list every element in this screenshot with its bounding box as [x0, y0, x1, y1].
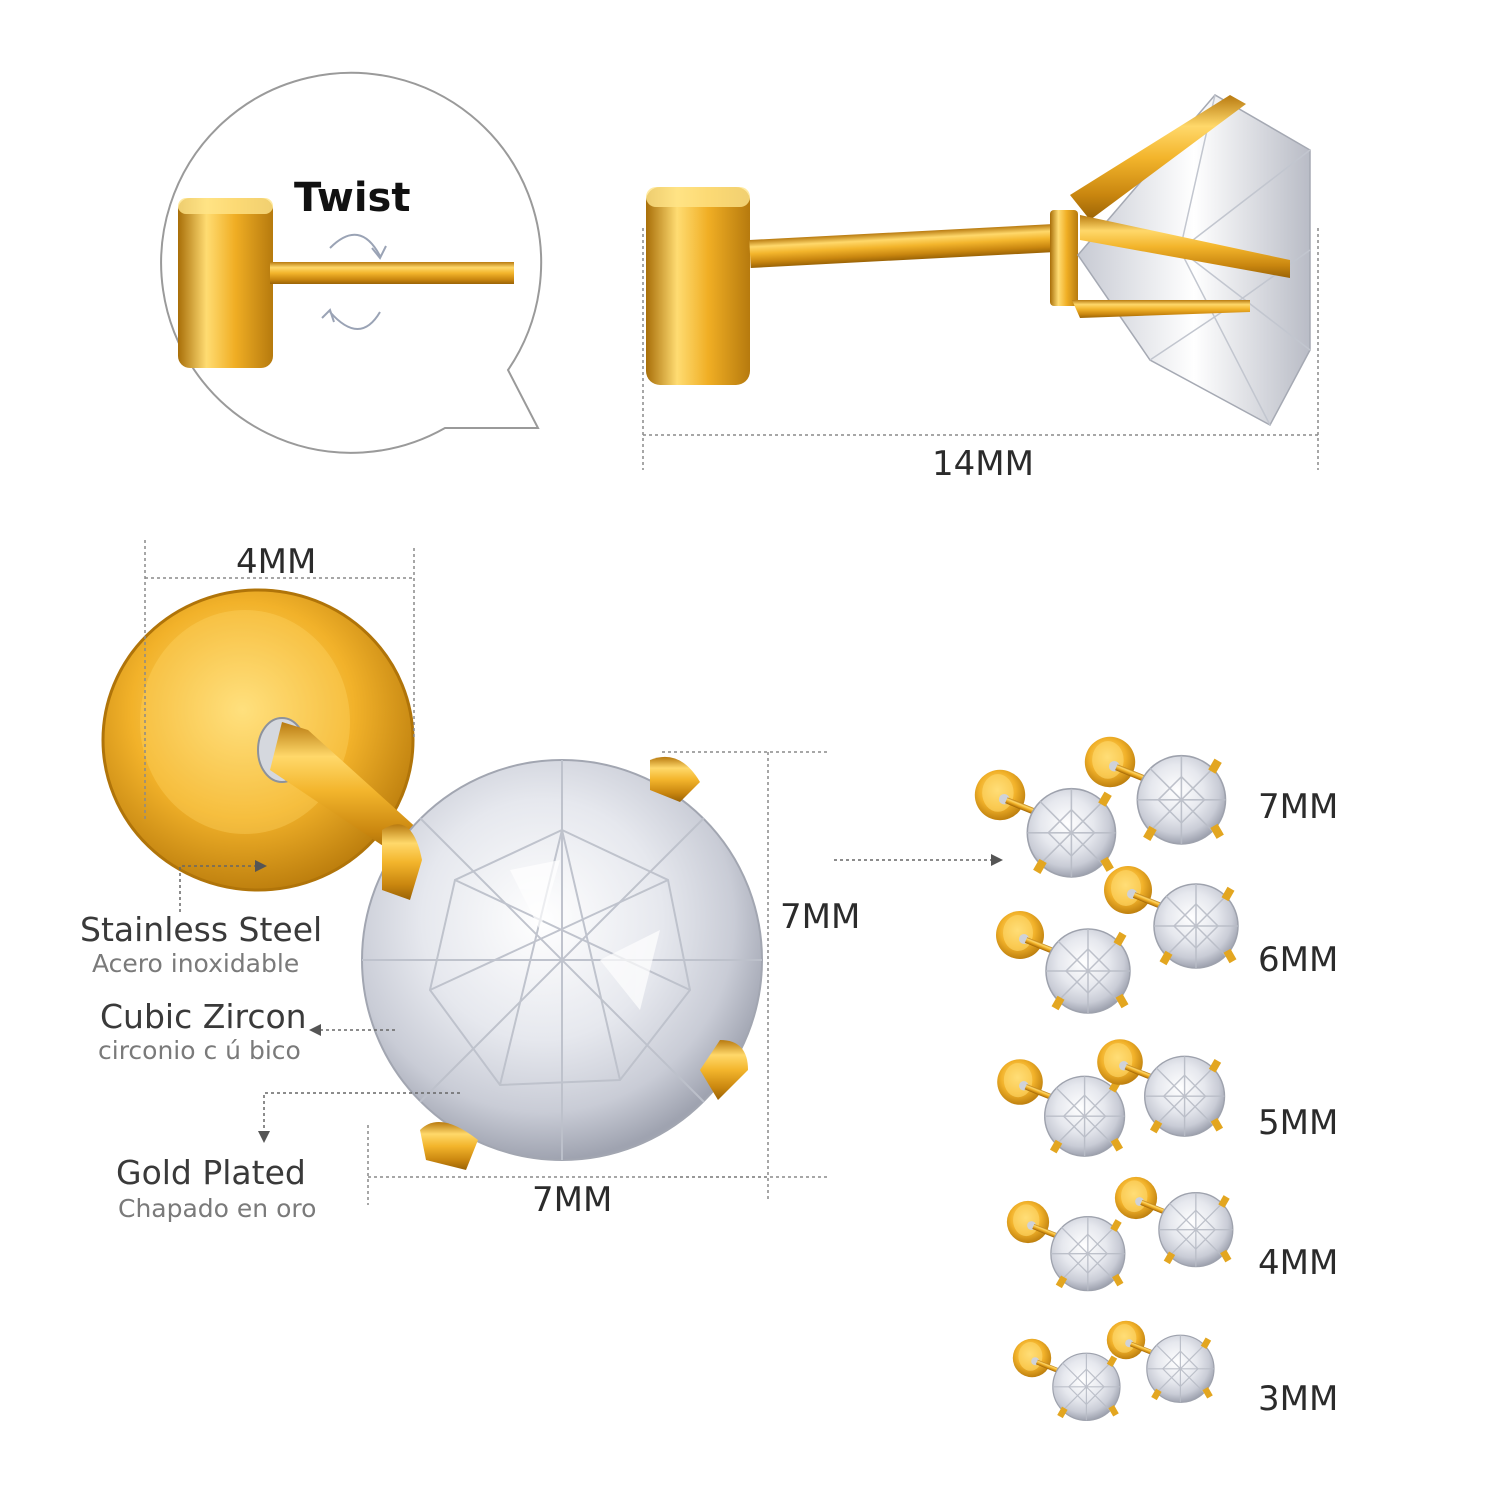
size-grid	[974, 736, 1239, 1422]
material-gold-label: Gold Plated	[116, 1153, 306, 1192]
size-label-7mm: 7MM	[1258, 787, 1339, 827]
length-label: 14MM	[932, 444, 1034, 484]
size-label-4mm: 4MM	[1258, 1243, 1339, 1283]
size-label-3mm: 3MM	[1258, 1379, 1339, 1419]
length-dimension	[642, 228, 1319, 470]
material-steel-label: Stainless Steel	[80, 910, 323, 949]
main-stud	[101, 588, 763, 1170]
material-gold-es-label: Chapado en oro	[118, 1194, 317, 1223]
material-leaders	[179, 854, 1003, 1143]
head-diameter-label: 4MM	[236, 542, 317, 582]
head-diameter-dimension	[144, 540, 415, 820]
side-view-stud	[646, 94, 1311, 427]
twist-label: Twist	[294, 175, 411, 221]
material-steel-es-label: Acero inoxidable	[92, 949, 300, 978]
stone-width-dimension	[367, 1125, 768, 1205]
twist-bubble	[160, 71, 543, 454]
material-zircon-label: Cubic Zircon	[100, 997, 307, 1036]
stone-height-label: 7MM	[780, 897, 861, 937]
material-zircon-es-label: circonio c ú bico	[98, 1036, 301, 1065]
twist-arrows-icon	[321, 233, 387, 330]
size-label-5mm: 5MM	[1258, 1103, 1339, 1143]
stone-width-label: 7MM	[532, 1180, 613, 1220]
size-label-6mm: 6MM	[1258, 940, 1339, 980]
